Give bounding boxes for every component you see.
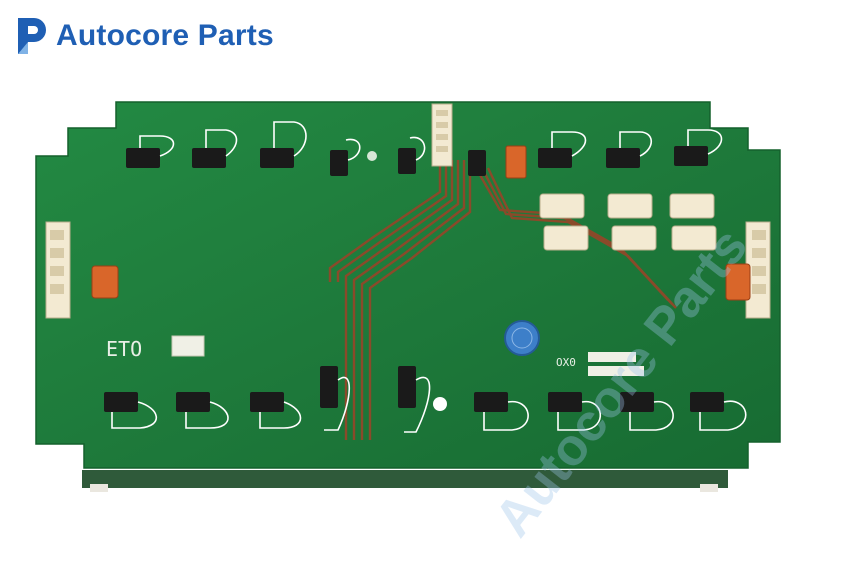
jumper-blocks xyxy=(91,145,751,301)
silkscreen-logo: ETO xyxy=(106,337,142,361)
top-transistors xyxy=(126,121,723,176)
top-connector xyxy=(431,103,453,167)
mount-hole xyxy=(433,397,447,411)
board-edge xyxy=(82,470,728,488)
relay-blocks xyxy=(539,193,717,251)
brand-name: Autocore Parts xyxy=(56,19,274,52)
brand-logo: Autocore Parts xyxy=(14,14,274,58)
brand-p-icon xyxy=(18,18,46,54)
serial-label xyxy=(588,352,636,362)
mount-hole xyxy=(367,151,377,161)
label-sticker xyxy=(171,335,205,357)
blue-capacitor xyxy=(504,320,540,356)
left-connector xyxy=(45,221,71,319)
serial-label xyxy=(588,366,644,376)
silkscreen-label: OX0 xyxy=(556,356,576,369)
bottom-transistors xyxy=(104,366,747,433)
pcb-board xyxy=(35,101,781,469)
